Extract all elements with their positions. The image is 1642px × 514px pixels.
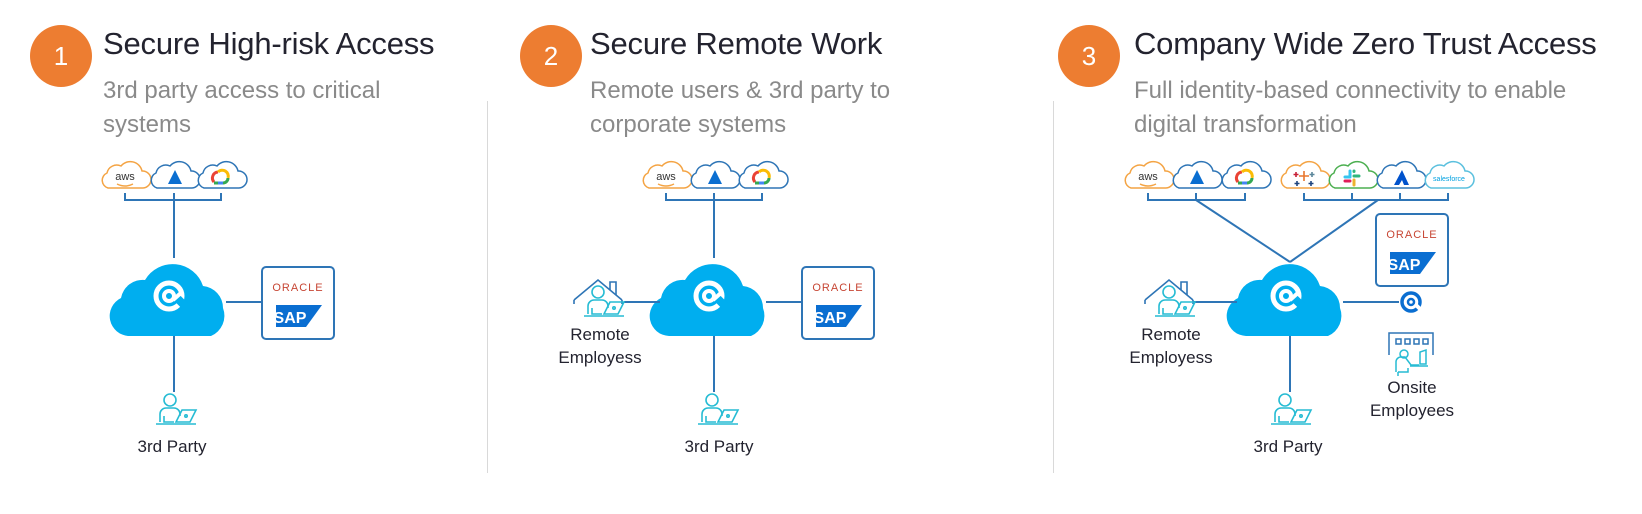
panel-secure-high-risk-access: 1 Secure High-risk Access 3rd party acce… [0, 0, 487, 514]
panel-secure-remote-work: 2 Secure Remote Work Remote users & 3rd … [488, 0, 1053, 514]
diagram-1: aws 3rd Party [101, 160, 335, 456]
panel-title: Company Wide Zero Trust Access [1134, 26, 1597, 61]
panel-company-wide-zero-trust: 3 Company Wide Zero Trust Access Full id… [1054, 0, 1642, 514]
slack-cloud-icon [1328, 160, 1379, 189]
remote-employees-label: Employess [1129, 348, 1212, 367]
diagram-2: aws Remote Employess 3rd Party [558, 160, 875, 456]
google-cloud-icon [1221, 160, 1272, 189]
panel-title: Secure High-risk Access [103, 26, 435, 61]
remote-employee-house-icon [1144, 279, 1196, 317]
remote-employees-label: Employess [558, 348, 641, 367]
subtitle-line: systems [103, 111, 192, 138]
google-cloud-icon [738, 160, 789, 189]
remote-employee-house-icon [573, 279, 625, 317]
subtitle-line: Remote users & 3rd party to [590, 77, 891, 104]
diagram-3: aws [1124, 160, 1475, 456]
oracle-sap-apps [1375, 213, 1449, 287]
svg-text:salesforce: salesforce [1433, 176, 1465, 183]
google-cloud-icon [197, 160, 248, 189]
third-party-label: 3rd Party [1254, 437, 1323, 456]
aws-cloud-icon: aws [101, 160, 152, 189]
remote-employees-label: Remote [570, 325, 630, 344]
third-party-user-icon [155, 393, 197, 425]
third-party-user-icon [1270, 393, 1312, 425]
oracle-sap-apps [801, 266, 875, 340]
onsite-employee-desk-icon [1395, 348, 1428, 376]
panel-subtitle: 3rd party access to critical systems [103, 74, 380, 142]
step-badge: 3 [1058, 25, 1120, 87]
subtitle-line: 3rd party access to critical [103, 77, 381, 104]
step-badge: 1 [30, 25, 92, 87]
panel-divider [487, 101, 488, 473]
connector-line [1289, 193, 1449, 263]
onsite-gateway-logo-icon [1400, 291, 1422, 313]
subtitle-line: Full identity-based connectivity to enab… [1134, 77, 1567, 104]
panel-subtitle: Full identity-based connectivity to enab… [1134, 74, 1566, 142]
panel-title: Secure Remote Work [590, 26, 883, 61]
aws-cloud-icon: aws [1124, 160, 1175, 189]
office-building-icon [1388, 332, 1434, 355]
panel-subtitle: Remote users & 3rd party to corporate sy… [590, 74, 890, 142]
onsite-employees-label: Employees [1370, 401, 1454, 420]
connector-line [124, 193, 222, 258]
subtitle-line: digital transformation [1134, 111, 1357, 138]
panel-divider [1053, 101, 1054, 473]
salesforce-cloud-icon: salesforce [1424, 160, 1475, 189]
hub-cloud [1226, 264, 1342, 336]
azure-cloud-icon [1172, 160, 1223, 189]
connector-line [1147, 193, 1291, 263]
atlassian-cloud-icon [1376, 160, 1427, 189]
third-party-user-icon [697, 393, 739, 425]
svg-text:aws: aws [656, 171, 676, 183]
third-party-label: 3rd Party [138, 437, 207, 456]
azure-cloud-icon [690, 160, 741, 189]
hub-cloud [649, 264, 765, 336]
azure-cloud-icon [150, 160, 201, 189]
remote-employees-label: Remote [1141, 325, 1201, 344]
oracle-sap-apps [261, 266, 335, 340]
svg-text:aws: aws [1138, 171, 1158, 183]
aws-cloud-icon: aws [642, 160, 693, 189]
tableau-cloud-icon [1280, 160, 1331, 189]
onsite-employees-label: Onsite [1387, 378, 1436, 397]
subtitle-line: corporate systems [590, 111, 787, 138]
svg-text:aws: aws [115, 171, 135, 183]
step-badge: 2 [520, 25, 582, 87]
third-party-label: 3rd Party [685, 437, 754, 456]
connector-line [665, 193, 763, 258]
hub-cloud [109, 264, 225, 336]
